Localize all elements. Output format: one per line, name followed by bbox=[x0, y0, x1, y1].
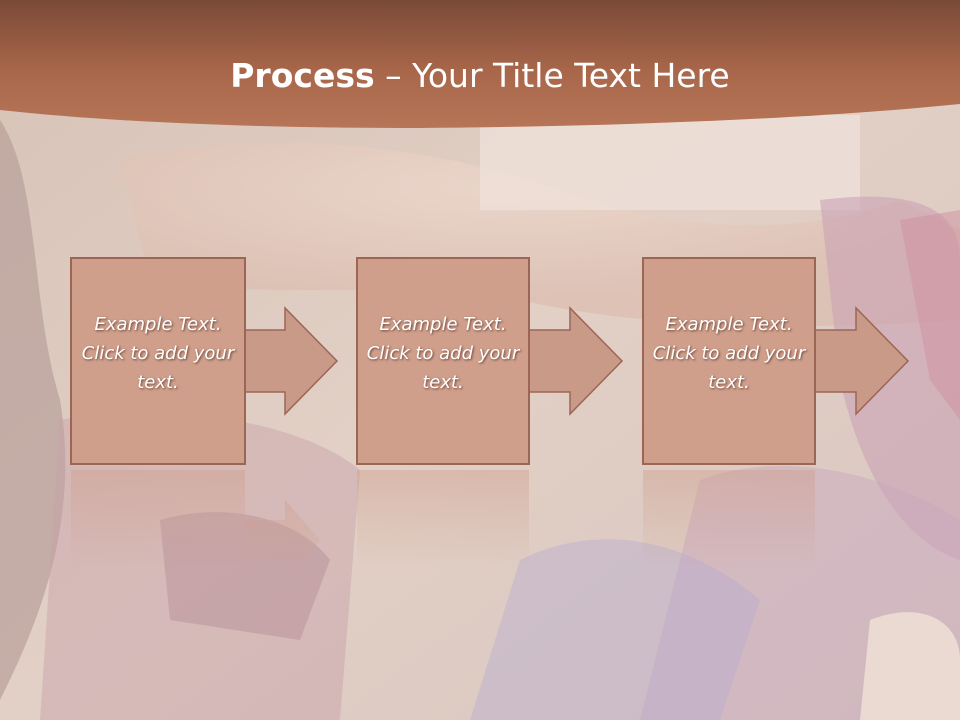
arrow-1 bbox=[234, 306, 339, 416]
title-dash: – bbox=[374, 56, 413, 95]
arrow-2 bbox=[519, 306, 624, 416]
step-box-2 bbox=[356, 257, 530, 465]
title-band bbox=[0, 0, 960, 128]
step-text-3[interactable]: Example Text. Click to add your text. bbox=[652, 314, 806, 393]
process-reflection bbox=[71, 470, 815, 578]
step-box-3 bbox=[642, 257, 816, 465]
slide-title[interactable]: Process – Your Title Text Here bbox=[0, 54, 960, 98]
title-bold: Process bbox=[230, 56, 375, 95]
step-text-1[interactable]: Example Text. Click to add your text. bbox=[81, 314, 235, 393]
step-text-2[interactable]: Example Text. Click to add your text. bbox=[366, 314, 520, 393]
step-box-1 bbox=[70, 257, 246, 465]
title-rest: Your Title Text Here bbox=[412, 56, 730, 95]
arrow-3 bbox=[805, 306, 910, 416]
process-flow bbox=[70, 257, 910, 465]
